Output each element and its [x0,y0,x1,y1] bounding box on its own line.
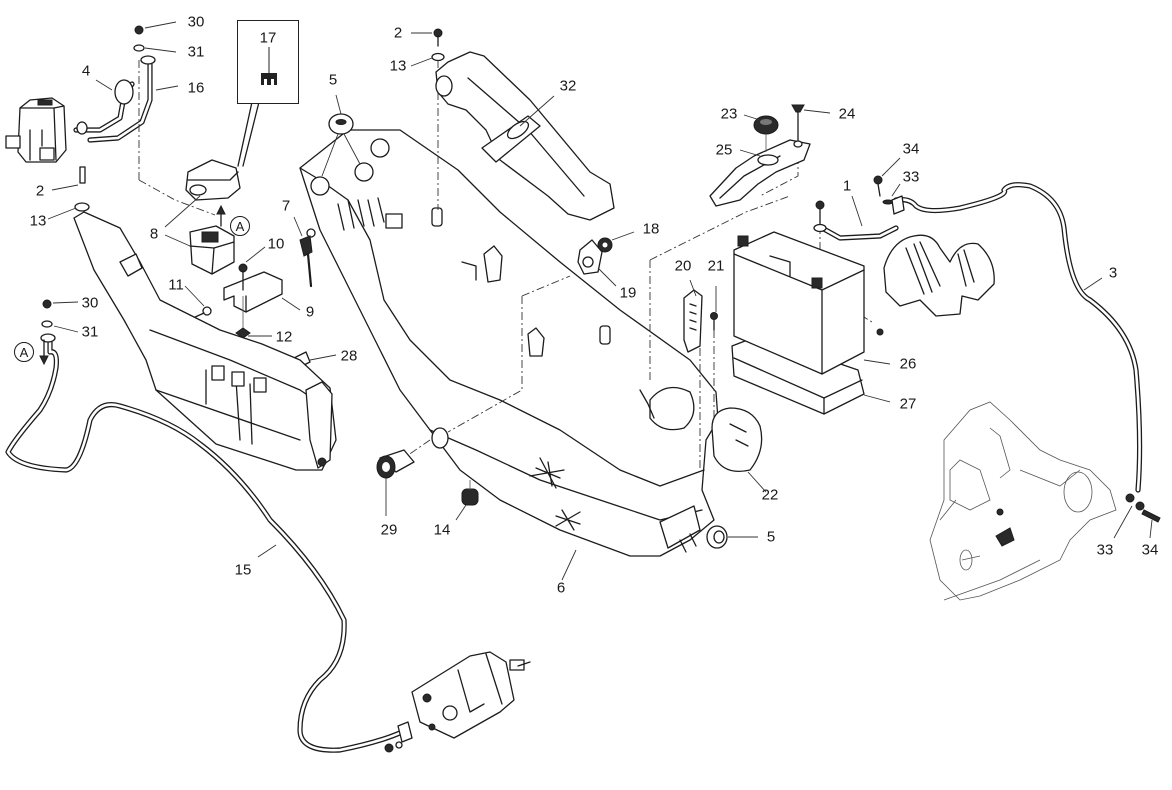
callout-30[interactable]: 30 [187,13,205,31]
battery-box-6 [299,129,719,557]
battery-26 [733,231,884,375]
bolt-2-left [74,166,90,212]
relay-cover-8 [185,159,241,201]
bolt-2-center [431,28,445,62]
callout-5-bottom[interactable]: 5 [766,528,776,546]
pin-24 [791,104,805,141]
clip-19 [577,239,603,275]
callout-9[interactable]: 9 [305,303,315,321]
callout-23[interactable]: 23 [720,105,738,123]
callout-19[interactable]: 19 [619,284,637,302]
callout-1[interactable]: 1 [842,177,852,195]
callout-20[interactable]: 20 [674,257,692,275]
relay-cover-part [5,97,67,163]
starter-relay-8 [189,225,235,275]
cover-22 [711,407,763,473]
callout-14[interactable]: 14 [433,521,451,539]
battery-holder-32 [435,51,615,221]
callout-18[interactable]: 18 [642,220,660,238]
callout-22[interactable]: 22 [761,486,779,504]
starter-motor [384,651,531,753]
callout-21[interactable]: 21 [707,257,725,275]
callout-25[interactable]: 25 [715,141,733,159]
callout-31-lower[interactable]: 31 [81,323,99,341]
ground-cable-3 [873,175,1161,523]
callout-27[interactable]: 27 [899,395,917,413]
rubber-pad-23 [753,115,779,152]
battery-strap-25 [709,139,811,207]
reference-marker-a-upper: A [230,216,250,236]
callout-13-center[interactable]: 13 [389,57,407,75]
screw-11 [192,306,212,319]
callout-34-bottom[interactable]: 34 [1141,541,1159,559]
callout-31[interactable]: 31 [187,43,205,61]
arrow-a-down [39,339,49,366]
callout-26[interactable]: 26 [899,355,917,373]
sensor-7 [299,228,316,288]
callout-2-center[interactable]: 2 [393,24,403,42]
callout-4[interactable]: 4 [81,62,91,80]
fuse-detail-leader [237,101,260,167]
callout-29[interactable]: 29 [380,521,398,539]
callout-10[interactable]: 10 [267,235,285,253]
callout-34-top[interactable]: 34 [902,140,920,158]
callout-8[interactable]: 8 [149,225,159,243]
fuse-icon [261,47,277,87]
callout-6[interactable]: 6 [556,579,566,597]
callout-12[interactable]: 12 [275,328,293,346]
callout-3[interactable]: 3 [1108,264,1118,282]
grommet-5-bottom [706,525,728,549]
relay-mounting-plate [73,211,337,471]
callout-16[interactable]: 16 [187,79,205,97]
callout-24[interactable]: 24 [838,105,856,123]
callout-17[interactable]: 17 [259,29,277,47]
callout-33-top[interactable]: 33 [902,168,920,186]
nut-18 [597,237,613,253]
arrow-a-up [216,204,226,227]
engine-crankcase [929,401,1117,601]
socket-29 [376,449,415,479]
relay-cable-part [73,55,156,143]
rubber-14 [461,480,479,506]
battery-cable-1 [813,200,899,241]
callout-5-top[interactable]: 5 [328,71,338,89]
bolt-30-top [133,25,216,216]
grommet-5-top [321,113,361,177]
callout-30-lower[interactable]: 30 [81,294,99,312]
callout-7[interactable]: 7 [281,197,291,215]
rear-cover-part [883,234,995,317]
relay-bracket-9 [223,271,283,313]
callout-32[interactable]: 32 [559,77,577,95]
fuse-detail-box [237,20,299,104]
callout-2[interactable]: 2 [35,182,45,200]
callout-15[interactable]: 15 [234,561,252,579]
reference-marker-a-lower: A [14,342,34,362]
callout-28[interactable]: 28 [340,347,358,365]
callout-11[interactable]: 11 [168,276,184,294]
callout-13[interactable]: 13 [29,212,47,230]
terminal-cover-20 [683,289,703,353]
screw-10 [238,263,248,291]
callout-33-bottom[interactable]: 33 [1096,541,1114,559]
